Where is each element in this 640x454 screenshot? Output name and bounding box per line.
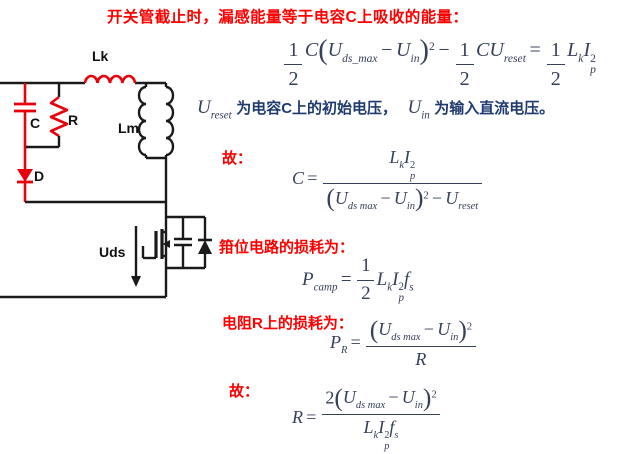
uds-label: Uds [99,244,126,260]
section-label-gu-1: 故： [222,150,253,167]
slide-title: 开关管截止时，漏感能量等于电容C上吸收的能量： [107,9,469,26]
uds-annotation: Uds [99,226,141,287]
mosfet-body-arrow-icon [162,240,170,248]
mosfet [141,229,170,260]
drain-source-capacitor [174,217,192,268]
lk-inductor: Lk [83,48,137,84]
body-diode [198,217,212,268]
section-label-gu-2: 故： [229,383,260,400]
uin-symbol: Uin [407,97,430,122]
clamp-diode: D [17,168,44,202]
explanation-text-2: 为输入直流电压。 [434,100,555,117]
explanation-text-1: 为电容C上的初始电压， [236,100,398,117]
lm-inductor: Lm [118,83,175,160]
mosfet-parallel-branch [166,215,212,270]
lm-label: Lm [118,120,139,136]
r-label: R [68,112,78,128]
c-label: C [30,115,40,131]
clamp-resistor: R [26,83,78,149]
explanation-line: Ureset 为电容C上的初始电压， Uin 为输入直流电压。 [197,96,554,123]
section-label-clamp-loss: 箝位电路的损耗为： [219,239,355,256]
lk-label: Lk [92,48,109,64]
down-arrow-icon [131,276,141,287]
clamp-capacitor: C [14,83,40,169]
section-label-resistor-loss: 电阻R上的损耗为： [222,315,353,332]
d-label: D [34,168,44,184]
ureset-symbol: Ureset [197,97,232,122]
circuit-diagram: Lk C R D [0,48,212,299]
